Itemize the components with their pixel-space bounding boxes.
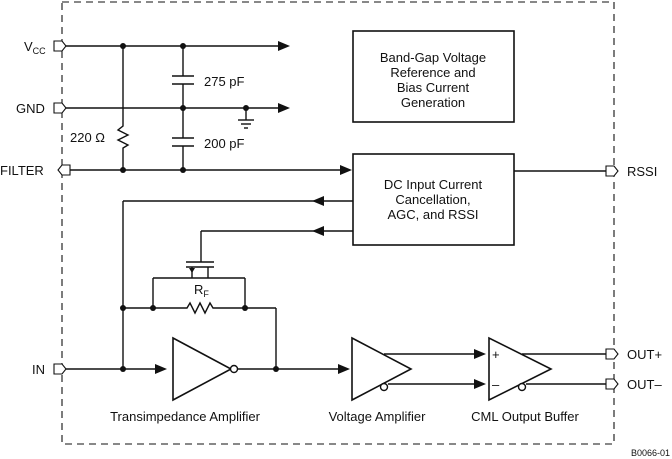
- junction-dot: [243, 105, 249, 111]
- va-positive-output-wire: [384, 349, 486, 359]
- dc-cancel-line-2: Cancellation,: [395, 192, 470, 207]
- junction-dot: [180, 167, 186, 173]
- junction-dot: [180, 43, 186, 49]
- ground-symbol: [238, 108, 254, 129]
- figure-code: B0066-01: [631, 448, 670, 458]
- cap-bottom-label: 200 pF: [204, 136, 245, 151]
- out-minus-pin: OUT–: [605, 377, 662, 392]
- tia-to-va-arrow: [338, 364, 350, 374]
- filter-rail: [70, 165, 352, 175]
- filter-label: FILTER: [0, 163, 44, 178]
- va-label: Voltage Amplifier: [329, 409, 427, 424]
- bandgap-line-2: Reference and: [390, 65, 475, 80]
- dc-cancel-line-1: DC Input Current: [384, 177, 483, 192]
- rf-label: RF: [194, 282, 209, 299]
- transimpedance-amplifier-symbol: [172, 336, 239, 402]
- va-negative-output-wire: [388, 379, 486, 389]
- dc-cancel-line-3: AGC, and RSSI: [387, 207, 478, 222]
- vcc-label: VCC: [24, 39, 46, 56]
- rssi-pin: RSSI: [605, 164, 657, 179]
- agc-control-wire: [200, 226, 353, 262]
- cml-label: CML Output Buffer: [471, 409, 579, 424]
- input-signal-wire: [66, 364, 167, 374]
- cml-output-buffer-symbol: [488, 336, 553, 402]
- cml-plus-sign: +: [492, 347, 500, 362]
- junction-dot: [180, 105, 186, 111]
- tia-label: Transimpedance Amplifier: [110, 409, 260, 424]
- voltage-amplifier-symbol: [351, 336, 413, 402]
- bandgap-line-4: Generation: [401, 95, 465, 110]
- junction-dot: [242, 305, 248, 311]
- in-pin: IN: [32, 362, 67, 377]
- cml-minus-sign: –: [492, 377, 500, 392]
- rssi-label: RSSI: [627, 164, 657, 179]
- out-plus-pin: OUT+: [605, 347, 662, 362]
- agc-fet-symbol: [153, 261, 245, 279]
- filter-resistor-label: 220 Ω: [70, 130, 105, 145]
- dc-cancellation-block: DC Input Current Cancellation, AGC, and …: [352, 153, 515, 246]
- gnd-label: GND: [16, 101, 45, 116]
- in-label: IN: [32, 362, 45, 377]
- out-plus-label: OUT+: [627, 347, 662, 362]
- rf-feedback-network: [123, 278, 277, 369]
- gnd-pin: GND: [16, 101, 67, 116]
- vcc-pin: VCC: [24, 39, 67, 56]
- vcc-rail: [66, 41, 290, 51]
- dc-feedback-wire: [122, 196, 353, 369]
- bandgap-line-3: Bias Current: [397, 80, 470, 95]
- junction-dot: [120, 167, 126, 173]
- junction-dot: [150, 305, 156, 311]
- filter-resistor-symbol: [116, 123, 130, 170]
- out-minus-label: OUT–: [627, 377, 662, 392]
- bandgap-line-1: Band-Gap Voltage: [380, 50, 486, 65]
- filter-pin: FILTER: [0, 163, 71, 178]
- bandgap-block: Band-Gap Voltage Reference and Bias Curr…: [352, 30, 515, 123]
- junction-dot: [120, 305, 126, 311]
- junction-dot: [120, 43, 126, 49]
- chip-boundary: [61, 1, 615, 445]
- gnd-rail: [66, 103, 290, 113]
- cap-top-label: 275 pF: [204, 74, 245, 89]
